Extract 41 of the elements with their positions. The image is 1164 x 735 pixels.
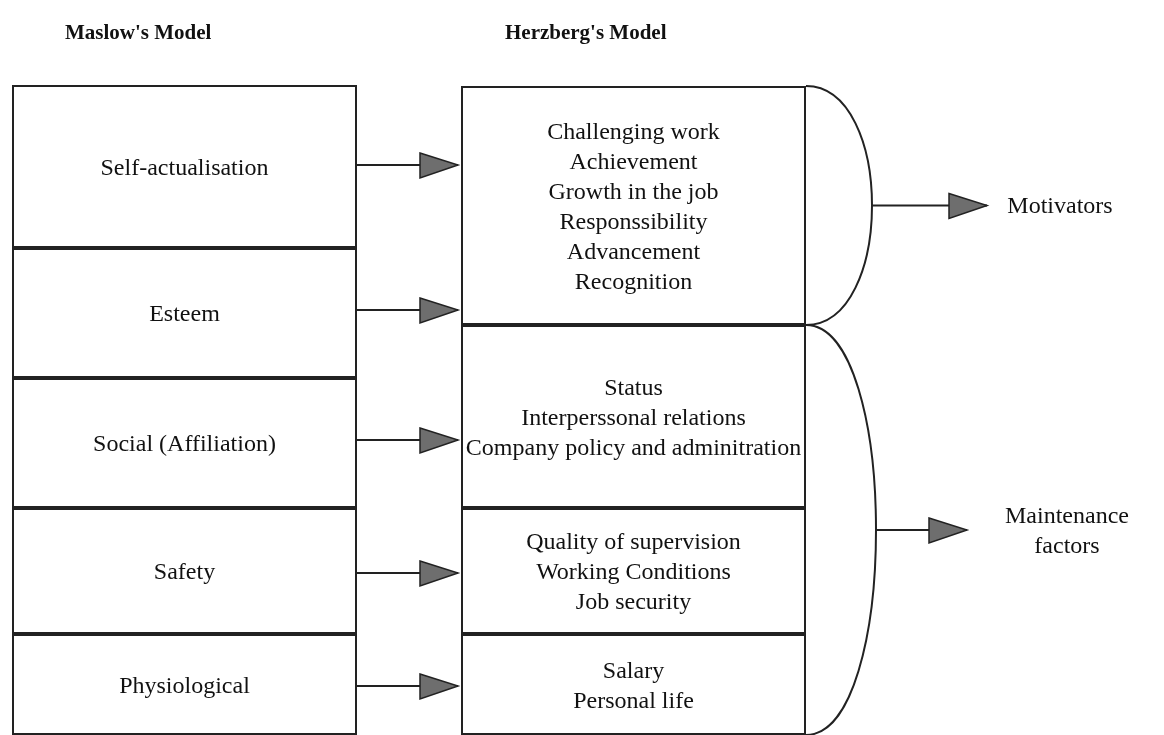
factor-text: Personal life bbox=[573, 685, 694, 715]
bracket bbox=[806, 325, 876, 735]
group-label: Motivators bbox=[1007, 191, 1113, 220]
maslow-level-box bbox=[12, 248, 357, 378]
maslow-level-box bbox=[12, 378, 357, 508]
herzberg-factor-box bbox=[461, 86, 806, 325]
arrow bbox=[871, 192, 988, 220]
herzberg-factor-box bbox=[461, 325, 806, 508]
factor-text: Job security bbox=[575, 587, 692, 616]
maslow-level-box bbox=[12, 634, 357, 735]
factor-text: Company policy and adminitration bbox=[465, 432, 802, 462]
group-label: Maintenance factors bbox=[1004, 501, 1130, 560]
arrow bbox=[356, 673, 459, 700]
column-heading: Maslow's Model bbox=[65, 20, 212, 45]
herzberg-factor-box bbox=[461, 634, 806, 735]
factor-text: Growth in the job bbox=[548, 176, 719, 206]
factor-text: Safety bbox=[153, 557, 216, 586]
arrow bbox=[356, 152, 459, 179]
factor-text: Status bbox=[604, 372, 663, 402]
herzberg-factor-box bbox=[461, 508, 806, 634]
factor-text: Responssibility bbox=[559, 206, 708, 236]
column-heading: Herzberg's Model bbox=[505, 20, 667, 45]
factor-text: Working Conditions bbox=[536, 557, 731, 586]
arrow bbox=[356, 297, 459, 324]
factor-text: Advancement bbox=[566, 236, 701, 266]
factor-text: Quality of supervision bbox=[526, 527, 741, 556]
factor-text: Physiological bbox=[119, 670, 250, 700]
maslow-level-box bbox=[12, 85, 357, 248]
factor-text: Recognition bbox=[574, 266, 693, 296]
maslow-level-box bbox=[12, 508, 357, 634]
factor-text: Esteem bbox=[149, 299, 220, 328]
factor-text: Challenging work bbox=[547, 116, 720, 146]
factor-text: Self-actualisation bbox=[100, 152, 269, 182]
arrow bbox=[356, 560, 459, 587]
arrow bbox=[356, 427, 459, 454]
factor-text: Achievement bbox=[569, 146, 698, 176]
factor-text: Salary bbox=[602, 655, 665, 685]
bracket bbox=[806, 86, 872, 325]
factor-text: Social (Affiliation) bbox=[93, 429, 276, 458]
arrow bbox=[875, 517, 968, 544]
factor-text: Interperssonal relations bbox=[521, 402, 746, 432]
